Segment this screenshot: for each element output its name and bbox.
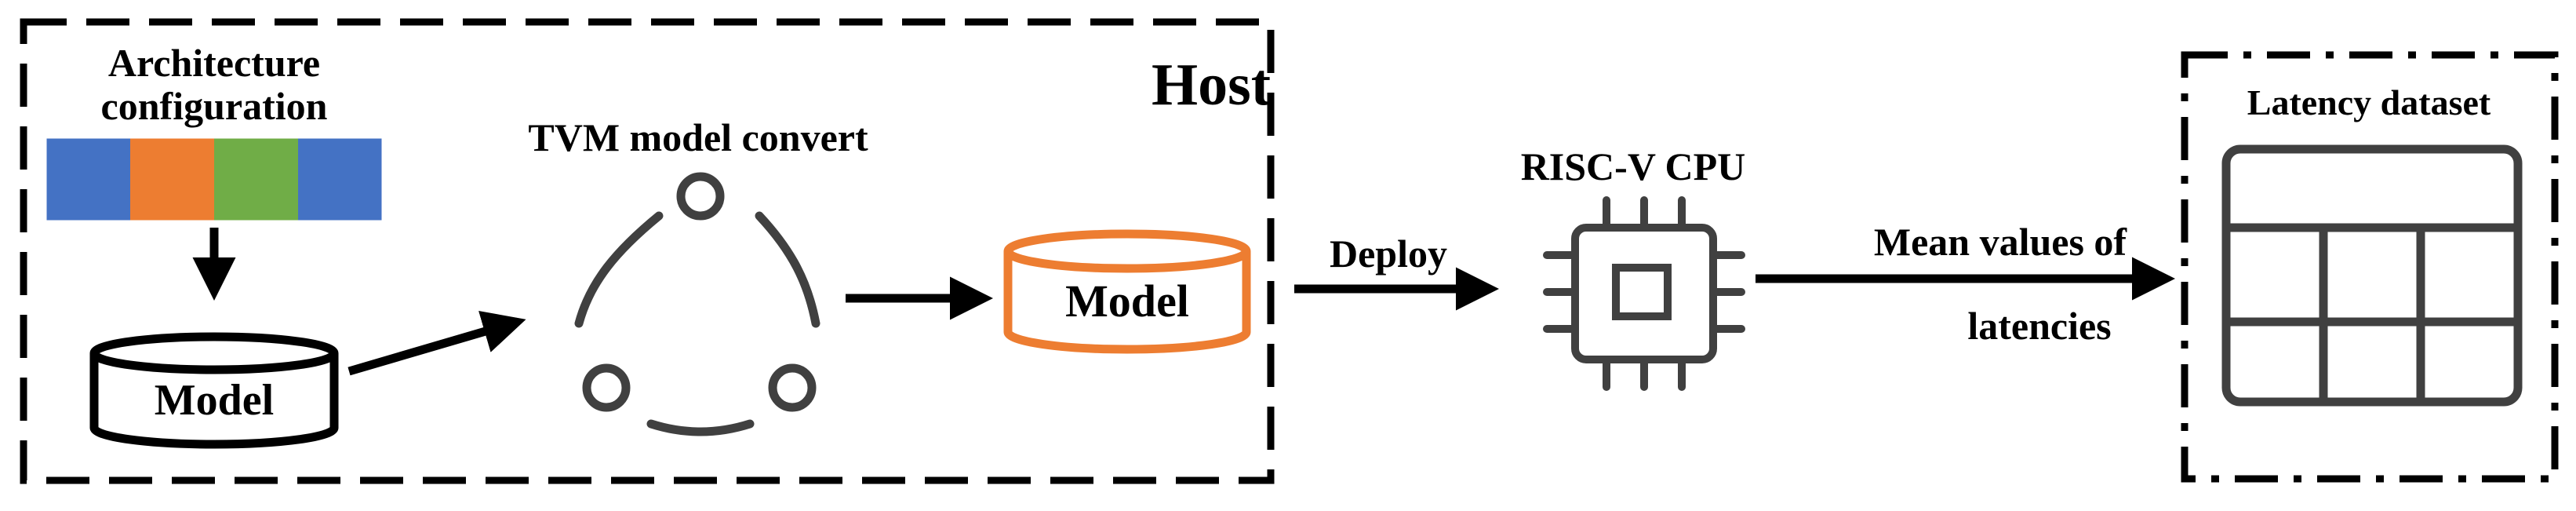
arch-label-line1: Architecture (108, 41, 320, 85)
convert-cycle-icon (574, 172, 820, 436)
converted-model-cylinder (1003, 229, 1251, 354)
arch-segment-3 (214, 137, 298, 221)
converted-model-label: Model (1065, 276, 1189, 327)
table-icon (2221, 144, 2523, 407)
arch-segment-4 (298, 137, 383, 221)
host-frame (20, 18, 1275, 484)
cpu-label: RISC-V CPU (1521, 144, 1746, 188)
arch-label-line2: configuration (101, 84, 328, 128)
arch-config-bar (44, 136, 384, 223)
deploy-label: Deploy (1330, 232, 1447, 276)
dataset-title: Latency dataset (2247, 82, 2491, 122)
arrow-model-to-tvm (347, 310, 526, 376)
dataset-frame (2181, 51, 2559, 483)
mean-label-line1: Mean values of (1874, 220, 2128, 264)
host-title: Host (1152, 52, 1271, 118)
arch-segment-2 (130, 137, 214, 221)
arch-segment-1 (45, 137, 130, 221)
cpu-chip-icon (1543, 196, 1745, 391)
mean-label-line2: latencies (1967, 304, 2111, 348)
model-cylinder (89, 332, 339, 449)
model-label: Model (155, 376, 274, 425)
tvm-label: TVM model convert (528, 115, 868, 159)
